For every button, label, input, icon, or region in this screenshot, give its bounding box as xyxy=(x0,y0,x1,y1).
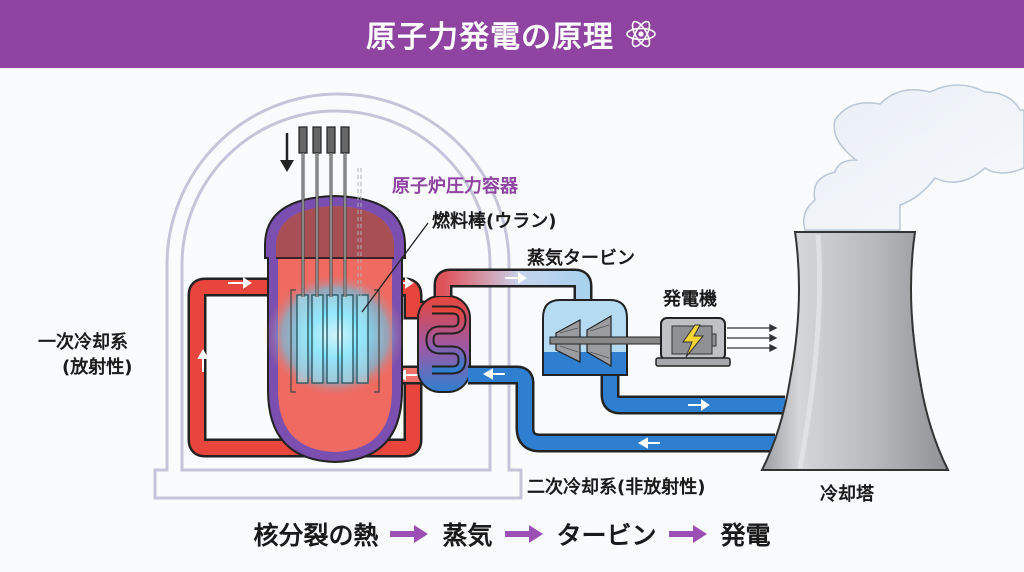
generator xyxy=(655,317,778,367)
pressure-vessel-label: 原子炉圧力容器 xyxy=(392,176,518,197)
page-title: 原子力発電の原理 xyxy=(366,20,614,55)
primary-loop-label-line2: (放射性) xyxy=(62,357,133,378)
flow-step-turbine: タービン xyxy=(556,521,657,550)
cooling-tower xyxy=(760,84,1024,471)
containment-building xyxy=(153,92,523,500)
fuel-rods-label: 燃料棒(ウラン) xyxy=(432,211,557,232)
fuel-rods xyxy=(296,294,369,384)
right-arrow-icon xyxy=(390,525,429,543)
steam-generator xyxy=(417,295,471,393)
lightning-icon xyxy=(682,324,705,358)
secondary-cooling-loop xyxy=(433,268,785,453)
generator-label: 発電機 xyxy=(663,289,717,310)
title-bar: 原子力発電の原理 xyxy=(0,0,1024,68)
primary-loop-label-line1: 一次冷却系 xyxy=(38,332,128,353)
reactor-pressure-vessel xyxy=(264,194,406,464)
flow-step-steam: 蒸気 xyxy=(442,521,493,550)
right-arrow-icon xyxy=(504,525,543,543)
control-rods xyxy=(298,126,362,297)
fuel-rod-leader-line xyxy=(361,222,429,313)
secondary-loop-label: 二次冷却系(非放射性) xyxy=(527,477,706,498)
process-flow: 核分裂の熱 蒸気 タービン 発電 xyxy=(0,516,1024,552)
down-arrow-icon xyxy=(280,133,294,172)
diagram-area: 原子炉圧力容器 燃料棒(ウラン) 蒸気タービン 発電機 一次冷却系 (放射性) … xyxy=(0,68,1024,572)
cooling-tower-label: 冷却塔 xyxy=(820,484,874,505)
flow-step-power: 発電 xyxy=(720,521,771,550)
steam-turbine-label: 蒸気タービン xyxy=(527,248,635,269)
steam-turbine xyxy=(542,299,663,376)
flow-step-fission-heat: 核分裂の熱 xyxy=(253,521,379,550)
right-arrow-icon xyxy=(668,525,707,543)
atom-icon xyxy=(626,20,656,48)
